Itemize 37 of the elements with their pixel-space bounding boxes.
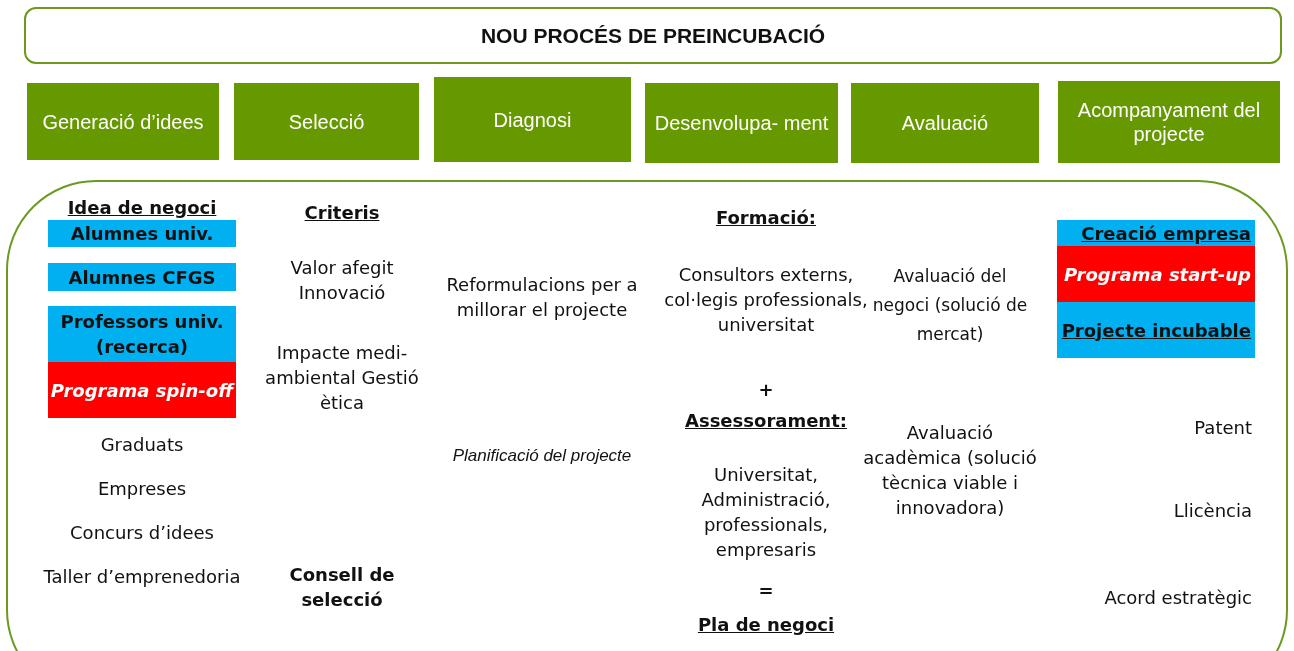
heading-text: Pla de negoci [696,613,836,637]
item-text: Universitat, Administració, professionals, empresaris [700,463,832,562]
heading-text: Assessorament: [684,409,848,433]
highlight-box: Alumnes univ. [48,220,236,247]
heading-text: Criteris [303,201,381,225]
stage-header: Generació d’idees [27,83,219,160]
item-text: Valor afegit Innovació [289,256,395,305]
stage-header: Desenvolupa- ment [645,83,838,163]
item-text: Graduats [99,433,185,457]
bold-text: Consell de selecció [288,563,396,612]
item-text: Concurs d’idees [69,521,215,545]
note-text: Planificació del projecte [451,445,633,467]
highlight-box: Professors univ. (recerca) [48,306,236,362]
item-text: Patent [1193,416,1252,440]
item-text: Impacte medi-ambiental Gestió ètica [264,341,420,415]
heading-text: Idea de negoci [66,196,218,220]
item-text: Taller d’emprenedoria [42,565,242,589]
highlight-box: Programa start-up [1057,246,1255,302]
item-text: Empreses [96,477,188,501]
stage-header: Selecció [234,83,419,160]
highlight-box: Alumnes CFGS [48,263,236,291]
item-text: Consultors externs, col·legis professionals, universitat [663,263,869,337]
item-text: Avaluació del negoci (solució de mercat) [871,265,1029,346]
highlight-box: Projecte incubable [1057,302,1255,358]
item-text: Llicència [1172,499,1252,523]
bold-text: + [757,378,775,402]
stage-header: Diagnosi [434,77,631,162]
title-box: NOU PROCÉS DE PREINCUBACIÓ [24,7,1282,64]
item-text: Reformulacions per a millorar el projecte [445,273,639,322]
highlight-box: Programa spin-off [48,362,236,418]
heading-text: Formació: [714,206,818,230]
item-text: Avaluació acadèmica (solució tècnica viable i innovadora) [862,421,1038,520]
highlight-box: Creació empresa [1057,220,1255,246]
stage-header: Acompanyament del projecte [1058,81,1280,163]
bold-text: = [757,579,775,603]
stage-header: Avaluació [851,83,1039,163]
item-text: Acord estratègic [1103,586,1252,610]
